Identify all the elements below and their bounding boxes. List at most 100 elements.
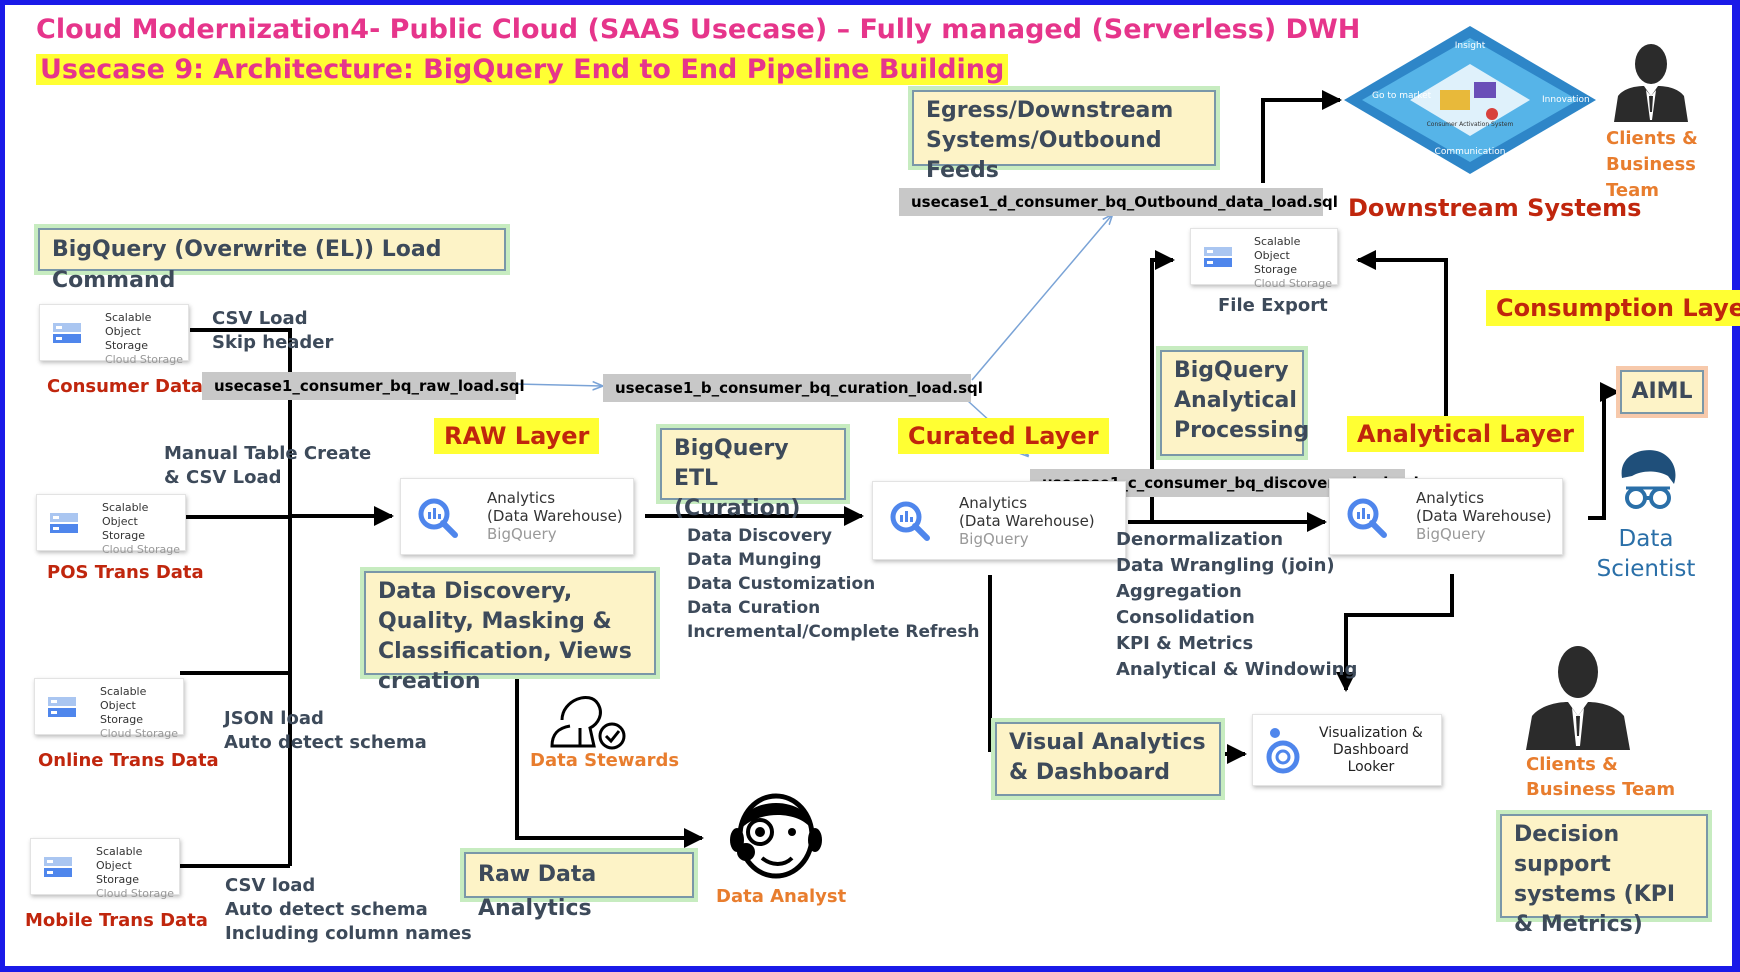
analytical-step: Data Wrangling (join) — [1116, 555, 1335, 576]
bigquery-card-curated: Analytics(Data Warehouse)BigQuery — [872, 481, 1126, 560]
source-label-consumer: Consumer Data — [47, 376, 203, 397]
note-line: Skip header — [212, 332, 334, 353]
visual-analytics-box: Visual Analytics & Dashboard — [995, 722, 1221, 796]
cloud-storage-icon — [48, 697, 76, 717]
storage-line2: Storage — [96, 873, 140, 886]
data-quality-box: Data Discovery, Quality, Masking & Class… — [364, 571, 656, 694]
analytical-step: Aggregation — [1116, 581, 1242, 602]
sql-raw-load: usecase1_consumer_bq_raw_load.sql — [202, 372, 525, 400]
looker-line2: Dashboard — [1332, 742, 1409, 758]
storage-line2: Storage — [102, 529, 146, 542]
page-title: Cloud Modernization4- Public Cloud (SAAS… — [36, 14, 1361, 45]
clients-top-label: Clients & Business Team — [1606, 128, 1698, 201]
note-pos: Manual Table Create& CSV Load — [164, 442, 371, 490]
etl-step: Data Customization — [687, 574, 876, 594]
bigquery-card-analytical: Analytics(Data Warehouse)BigQuery — [1329, 478, 1563, 555]
etl-step: Data Curation — [687, 598, 821, 618]
hub-center: Consumer Activation System — [1427, 121, 1514, 128]
source-label-pos: POS Trans Data — [47, 562, 204, 583]
hub-innovation: Innovation — [1542, 95, 1590, 105]
bq-line3: BigQuery — [487, 525, 557, 543]
etl-step: Data Munging — [687, 550, 822, 570]
source-label-mobile: Mobile Trans Data — [25, 910, 208, 931]
looker-line1: Visualization & — [1319, 725, 1423, 741]
storage-line3: Cloud Storage — [100, 727, 178, 740]
cloud-storage-icon — [44, 857, 72, 877]
cloud-storage-icon — [1204, 247, 1232, 267]
load-command-box: BigQuery (Overwrite (EL)) Load Command — [38, 228, 506, 293]
data-stewards-label: Data Stewards — [530, 750, 680, 771]
storage-line3: Cloud Storage — [102, 543, 180, 556]
sql-outbound-load: usecase1_d_consumer_bq_Outbound_data_loa… — [899, 188, 1338, 216]
curated-layer-label: Curated Layer — [898, 418, 1109, 454]
aiml-box: AIML — [1620, 370, 1704, 414]
bq-line3: BigQuery — [1416, 525, 1486, 543]
storage-line1: Scalable Object — [96, 845, 143, 872]
storage-line1: Scalable Object — [102, 501, 149, 528]
storage-line1: Scalable Object — [100, 685, 147, 712]
bq-line1: Analytics — [487, 489, 556, 507]
hub-insight: Insight — [1455, 41, 1486, 51]
note-line: Auto detect schema — [225, 899, 428, 920]
storage-line2: Storage — [105, 339, 149, 352]
note-line: Including column names — [225, 923, 472, 944]
storage-line3: Cloud Storage — [105, 353, 183, 366]
analytical-step: Denormalization — [1116, 529, 1284, 550]
consumer-activation-hub-icon: Insight Go to market Innovation Communic… — [1344, 26, 1596, 174]
sql-curation-load: usecase1_b_consumer_bq_curation_load.sql — [603, 374, 983, 402]
looker-line3: Looker — [1347, 759, 1395, 775]
bq-line2: (Data Warehouse) — [1416, 507, 1552, 525]
analytical-step: KPI & Metrics — [1116, 633, 1254, 654]
file-export-label: File Export — [1218, 295, 1328, 316]
note-line: Auto detect schema — [224, 732, 427, 753]
consumption-layer-label: Consumption Layer — [1486, 290, 1740, 326]
storage-line2: Storage — [1254, 263, 1298, 276]
bq-line3: BigQuery — [959, 530, 1029, 548]
analytical-step: Analytical & Windowing — [1116, 659, 1358, 680]
etl-step: Incremental/Complete Refresh — [687, 622, 980, 642]
analytical-step: Consolidation — [1116, 607, 1255, 628]
business-person-icon — [1614, 44, 1688, 122]
bq-line2: (Data Warehouse) — [959, 512, 1095, 530]
storage-line1: Scalable Object — [105, 311, 152, 338]
data-steward-icon — [550, 695, 626, 750]
data-analyst-icon — [730, 793, 822, 879]
storage-line2: Storage — [100, 713, 144, 726]
bq-line2: (Data Warehouse) — [487, 507, 623, 525]
clients-bottom-label: Clients & Business Team — [1526, 754, 1676, 800]
cloud-storage-icon — [50, 513, 78, 533]
analytical-processing-box: BigQuery Analytical Processing — [1160, 350, 1309, 456]
raw-layer-label: RAW Layer — [434, 418, 600, 454]
data-scientist-label: Data Scientist — [1596, 526, 1696, 582]
note-line: & CSV Load — [164, 467, 282, 488]
business-person-icon — [1526, 646, 1630, 750]
note-line: CSV load — [225, 875, 316, 896]
raw-data-analytics-box: Raw Data Analytics — [464, 852, 694, 921]
bigquery-etl-box: BigQuery ETL (Curation) — [660, 428, 846, 521]
source-label-online: Online Trans Data — [38, 750, 219, 771]
bq-line1: Analytics — [1416, 489, 1485, 507]
storage-line3: Cloud Storage — [1254, 277, 1332, 290]
egress-box: Egress/Downstream Systems/Outbound Feeds — [912, 90, 1216, 183]
hub-go-to-market: Go to market — [1372, 91, 1432, 101]
etl-steps: Data Discovery Data Munging Data Customi… — [687, 524, 980, 644]
decision-support-box: Decision support systems (KPI & Metrics) — [1500, 814, 1708, 937]
bigquery-icon — [1347, 498, 1387, 538]
data-scientist-icon — [1621, 450, 1676, 509]
note-line: JSON load — [224, 708, 324, 729]
analytical-layer-label: Analytical Layer — [1347, 416, 1584, 452]
cloud-storage-icon — [53, 323, 81, 343]
note-line: CSV Load — [212, 308, 308, 329]
hub-communication: Communication — [1435, 147, 1506, 157]
analytical-steps: Denormalization Data Wrangling (join) Ag… — [1116, 527, 1357, 683]
data-analyst-label: Data Analyst — [716, 886, 847, 907]
looker-icon — [1266, 728, 1300, 774]
